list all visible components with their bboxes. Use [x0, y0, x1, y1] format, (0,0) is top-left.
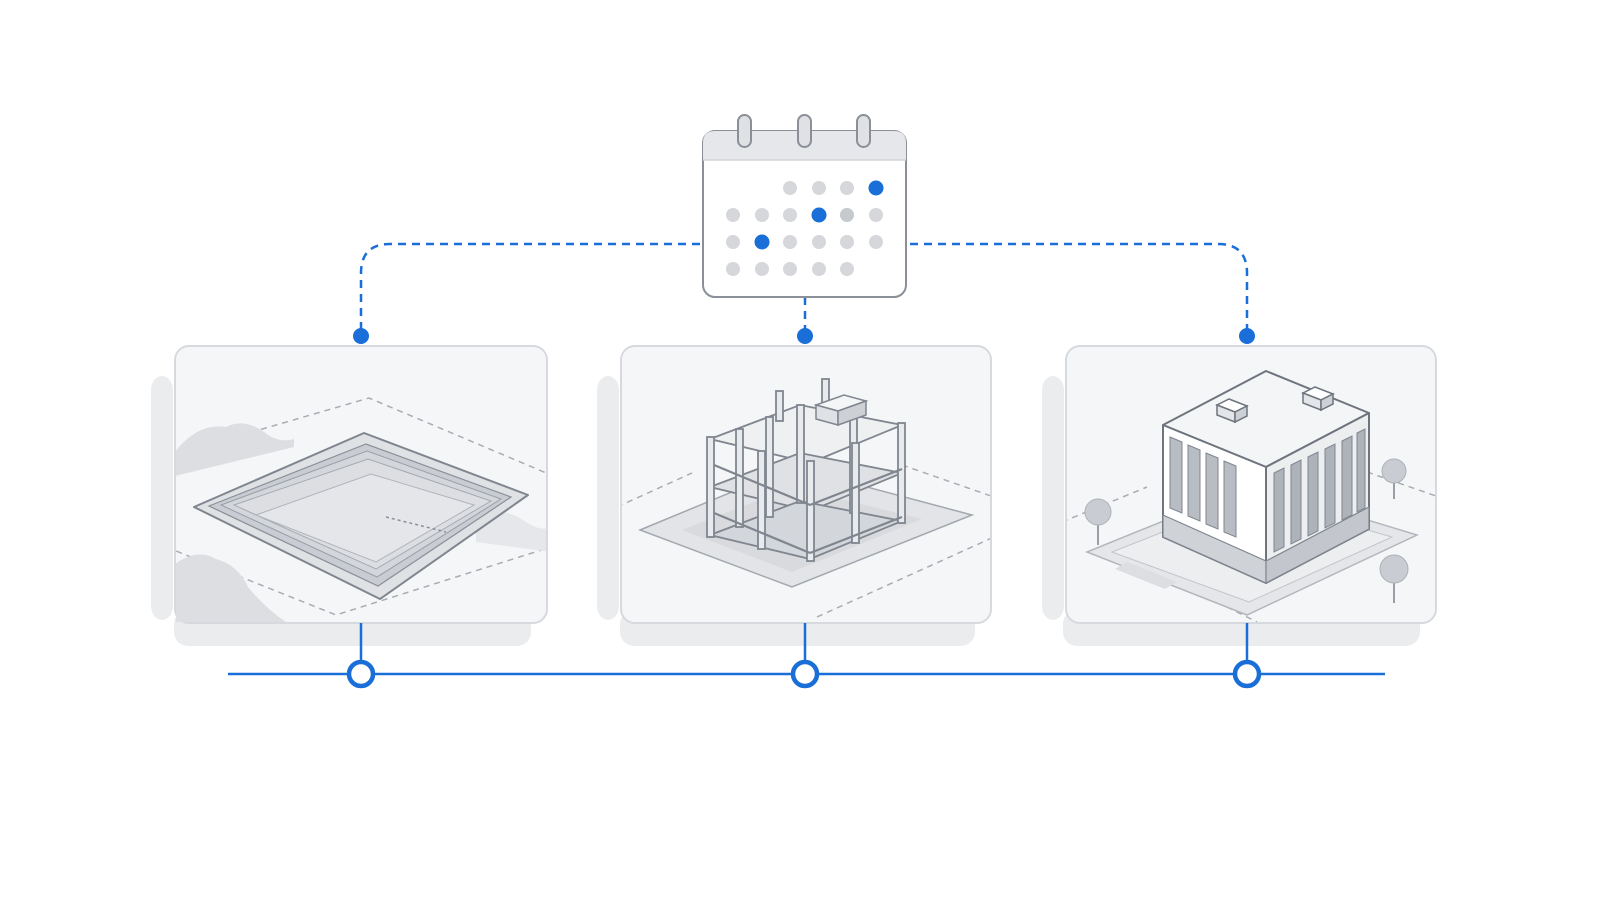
calendar-date [755, 262, 769, 276]
connector-dot-center [797, 328, 813, 344]
calendar-date [812, 181, 826, 195]
connector-dot-right [1239, 328, 1255, 344]
tree-icon [1084, 498, 1112, 545]
calendar-date [783, 262, 797, 276]
calendar-date [812, 262, 826, 276]
calendar-date [869, 235, 883, 249]
calendar-date [783, 208, 797, 222]
excavation-icon [176, 397, 546, 622]
calendar-ring [856, 114, 871, 148]
calendar-date [840, 208, 854, 222]
calendar-date [726, 262, 740, 276]
timeline [228, 623, 1385, 689]
calendar-ring [737, 114, 752, 148]
stage-card-completed [1042, 345, 1437, 646]
calendar-date [783, 181, 797, 195]
tree-icon [1381, 458, 1407, 499]
connector-left [359, 242, 700, 334]
calendar-date [840, 262, 854, 276]
calendar-date-grid [726, 180, 884, 276]
calendar-ring [797, 114, 812, 148]
connector-right [910, 242, 1249, 334]
calendar-date [869, 208, 883, 222]
tree-icon [1379, 554, 1409, 603]
stage-card-frame [597, 345, 992, 646]
calendar-date [726, 208, 740, 222]
dashed-connectors [359, 242, 1249, 334]
calendar-date [840, 235, 854, 249]
calendar-date [726, 235, 740, 249]
completed-building-icon [1067, 370, 1435, 622]
calendar-date-highlighted [868, 180, 884, 196]
calendar-icon [702, 114, 907, 298]
stage-card-excavation [151, 345, 548, 646]
timeline-milestone [1232, 659, 1262, 689]
connector-endpoints [353, 328, 1255, 344]
calendar-date-highlighted [754, 234, 770, 250]
calendar-date [840, 181, 854, 195]
calendar-date [783, 235, 797, 249]
calendar-date [755, 208, 769, 222]
calendar-date [812, 235, 826, 249]
building-frame-icon [622, 378, 990, 618]
calendar-date-highlighted [811, 207, 827, 223]
timeline-milestone [346, 659, 376, 689]
connector-dot-left [353, 328, 369, 344]
timeline-milestone [790, 659, 820, 689]
